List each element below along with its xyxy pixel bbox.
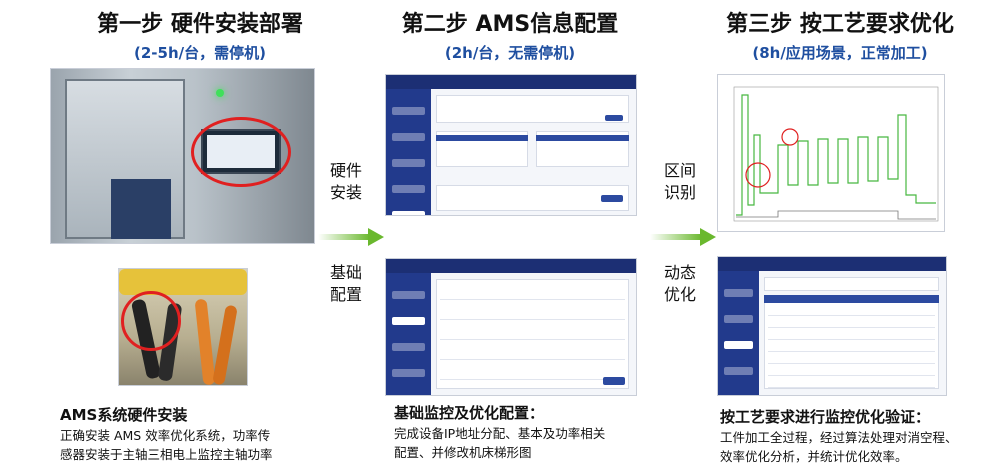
result-table-header xyxy=(763,295,940,303)
result-table xyxy=(763,295,940,389)
table-header-right xyxy=(536,135,629,141)
col1-caption-heading: AMS系统硬件安装 xyxy=(60,406,188,424)
power-curve-line xyxy=(736,94,936,216)
step-1-title: 第一步 硬件安装部署 xyxy=(97,12,303,37)
col3-caption-heading: 按工艺要求进行监控优化验证： xyxy=(720,408,931,426)
basic-config-label: 基础 配置 xyxy=(329,263,362,304)
power-curve-svg xyxy=(733,86,939,222)
app-sidebar-3 xyxy=(718,271,760,395)
app-content-3 xyxy=(763,277,940,389)
step-1-subtitle: (2-5h/台，需停机) xyxy=(134,44,266,62)
step-2-title: 第二步 AMS信息配置 xyxy=(401,12,619,37)
step-3-header: 第三步 按工艺要求优化 (8h/应用场景，正常加工) xyxy=(700,10,980,64)
stats-panel xyxy=(436,185,629,211)
optimization-table-screenshot xyxy=(717,256,947,396)
highlight-circle xyxy=(191,117,291,187)
submit-button xyxy=(600,195,623,202)
arrow-right-icon xyxy=(318,228,384,246)
step-3-title: 第三步 按工艺要求优化 xyxy=(726,12,954,37)
ams-config-screenshot xyxy=(385,74,637,216)
col1-caption-body: 正确安装 AMS 效率优化系统，功率传 感器安装于主轴三相电上监控主轴功率 xyxy=(60,428,273,462)
sensor-highlight xyxy=(121,291,181,351)
cable-orange xyxy=(194,298,216,385)
step-1-header: 第一步 硬件安装部署 (2-5h/台，需停机) xyxy=(60,10,340,64)
indicator-light xyxy=(216,89,224,97)
col3-caption-body: 工件加工全过程，经过算法处理对消空程、 效率优化分析，并统计优化效率。 xyxy=(720,430,958,464)
app-sidebar-2 xyxy=(386,273,431,395)
dynamic-optimize-label: 动态 优化 xyxy=(663,263,696,304)
form-panel xyxy=(436,279,629,389)
power-curve-chart xyxy=(717,74,945,232)
col2-caption-body: 完成设备IP地址分配、基本及功率相关 配置、并修改机床梯形图 xyxy=(394,426,606,460)
app-header-bar xyxy=(386,75,636,89)
app-content xyxy=(436,95,629,211)
power-baseline xyxy=(736,210,936,220)
arrow-right-icon-2 xyxy=(650,228,716,246)
table-header-left xyxy=(436,135,529,141)
step-2-header: 第二步 AMS信息配置 (2h/台，无需停机) xyxy=(370,10,650,64)
save-button xyxy=(604,115,623,121)
step-2-subtitle: (2h/台，无需停机) xyxy=(444,44,576,62)
cabinet-photo xyxy=(50,68,315,244)
confirm-button xyxy=(602,377,625,385)
wiring-photo xyxy=(118,268,248,386)
cable-orange-2 xyxy=(212,304,238,385)
app-sidebar xyxy=(386,89,431,215)
col2-caption-heading: 基础监控及优化配置： xyxy=(394,404,545,422)
app-header-bar-3 xyxy=(718,257,946,271)
app-header-bar-2 xyxy=(386,259,636,273)
filter-bar xyxy=(763,277,940,291)
terminal-block xyxy=(119,269,247,295)
zone-identify-label: 区间 识别 xyxy=(663,161,696,202)
basic-config-screenshot xyxy=(385,258,637,396)
step-3-subtitle: (8h/应用场景，正常加工) xyxy=(752,44,928,62)
cabinet-panel xyxy=(111,179,171,239)
hardware-install-label: 硬件 安装 xyxy=(329,161,362,202)
app-content-2 xyxy=(436,279,629,389)
config-form xyxy=(436,95,629,123)
